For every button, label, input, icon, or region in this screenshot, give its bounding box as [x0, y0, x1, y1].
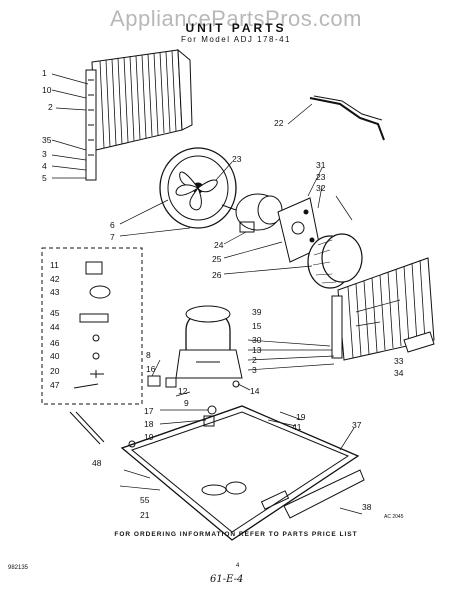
- page-number: 4: [236, 563, 240, 569]
- callout-30: 30: [252, 335, 262, 345]
- callout-33: 33: [394, 356, 404, 366]
- callout-3b: 3: [252, 365, 257, 375]
- callout-3: 3: [42, 149, 47, 159]
- callout-32: 32: [316, 183, 326, 193]
- callout-46: 46: [50, 338, 60, 348]
- callout-14: 14: [250, 386, 260, 396]
- mounting-bracket: [403, 331, 435, 353]
- callout-55: 55: [140, 495, 150, 505]
- callout-26: 26: [212, 270, 222, 280]
- callout-35: 35: [42, 135, 52, 145]
- watermark: AppliancePartsPros.com: [110, 6, 362, 31]
- control-box-boundary: [41, 247, 143, 405]
- refrigerant-tube: [309, 97, 385, 141]
- callout-2b: 2: [252, 355, 257, 365]
- callout-38: 38: [362, 502, 372, 512]
- callout-39: 39: [252, 307, 262, 317]
- callout-8: 8: [146, 350, 151, 360]
- callout-13: 13: [252, 345, 262, 355]
- callout-9: 9: [184, 398, 189, 408]
- callout-2: 2: [48, 102, 53, 112]
- blower-wheel: [307, 233, 363, 289]
- callout-34: 34: [394, 368, 404, 378]
- control-components: [73, 261, 111, 389]
- callout-17: 17: [144, 406, 154, 416]
- callout-5: 5: [42, 173, 47, 183]
- callout-20: 20: [50, 366, 60, 376]
- callout-10: 10: [42, 85, 52, 95]
- callout-22: 22: [274, 118, 284, 128]
- page-title: UNIT PARTS: [185, 21, 287, 35]
- callout-25: 25: [212, 254, 222, 264]
- callout-45: 45: [50, 308, 60, 318]
- base-rail: [283, 469, 365, 519]
- callout-48: 48: [92, 458, 102, 468]
- fan-motor: [221, 193, 283, 233]
- evaporator-coil-right: [331, 257, 435, 361]
- callout-6: 6: [110, 220, 115, 230]
- condenser-fan-blade: [159, 147, 237, 229]
- hardware-parts: [128, 375, 240, 448]
- callout-47: 47: [50, 380, 60, 390]
- callout-23: 23: [232, 154, 242, 164]
- diagram-reference: AC 2045: [384, 514, 404, 520]
- callout-21: 21: [140, 510, 150, 520]
- handwritten-note: 61-E-4: [210, 574, 244, 585]
- callout-12: 12: [178, 386, 188, 396]
- callout-1: 1: [42, 68, 47, 78]
- callout-15: 15: [252, 321, 262, 331]
- callout-40: 40: [50, 351, 60, 361]
- callout-19: 19: [144, 432, 154, 442]
- callout-11: 11: [50, 260, 59, 270]
- callout-31: 31: [316, 160, 326, 170]
- doc-code: 982135: [8, 565, 29, 571]
- callout-labels: 1 10 2 35 3 4 5 6 7 23 24 25 26 31 23 32…: [42, 68, 404, 520]
- condenser-coil-left: [85, 48, 193, 181]
- compressor: [175, 305, 243, 379]
- motor-bracket: [277, 197, 321, 263]
- callout-43: 43: [50, 287, 60, 297]
- callout-42: 42: [50, 274, 60, 284]
- callout-37: 37: [352, 420, 362, 430]
- callout-7: 7: [110, 232, 115, 242]
- wire-harness: [69, 411, 105, 445]
- callout-4: 4: [42, 161, 47, 171]
- callout-23b: 23: [316, 172, 326, 182]
- callout-16: 16: [146, 364, 156, 374]
- base-pan: [120, 405, 360, 541]
- callout-19b: 19: [296, 412, 306, 422]
- callout-24: 24: [214, 240, 224, 250]
- callout-41: 41: [292, 422, 302, 432]
- callout-44: 44: [50, 322, 60, 332]
- callout-18: 18: [144, 419, 154, 429]
- model-subtitle: For Model ADJ 178-41: [180, 35, 292, 44]
- ordering-info: FOR ORDERING INFORMATION REFER TO PARTS …: [114, 531, 358, 538]
